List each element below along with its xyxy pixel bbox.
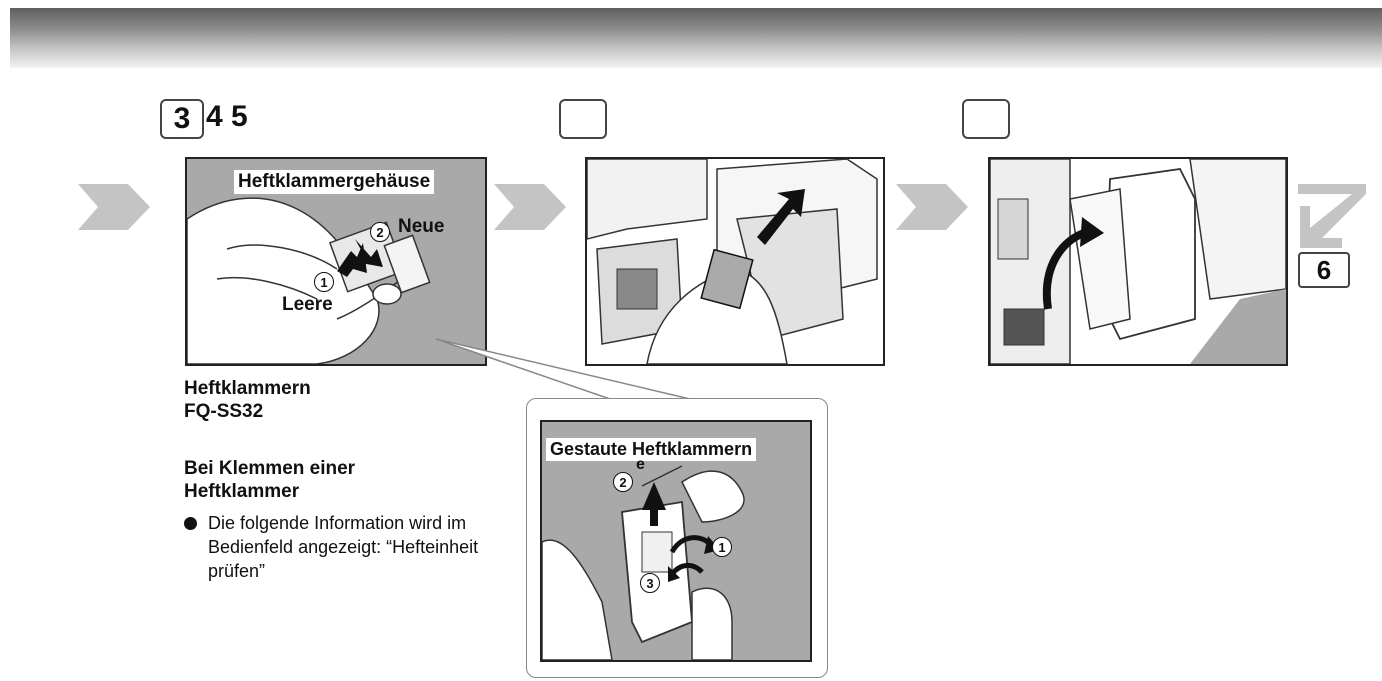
- current-step-box: 3: [160, 99, 204, 139]
- jam-heading-line1: Bei Klemmen einer: [184, 457, 355, 480]
- staples-title: Heftklammern FQ-SS32: [184, 377, 311, 423]
- return-arrow-icon: [1296, 180, 1368, 252]
- label-new: Neue: [398, 216, 444, 238]
- chevron-right-icon: [494, 184, 566, 230]
- current-step-number: 3: [162, 101, 202, 137]
- jam-heading-line2: Heftklammer: [184, 480, 355, 503]
- chevron-right-icon: [896, 184, 968, 230]
- staples-title-line1: Heftklammern: [184, 377, 311, 400]
- callout-step-marker-3: 3: [640, 573, 660, 593]
- jam-bullet-item: Die folgende Information wird im Bedienf…: [184, 511, 484, 583]
- jam-heading: Bei Klemmen einer Heftklammer: [184, 457, 355, 503]
- label-jammed-staples: Gestaute Heftklammern: [546, 438, 756, 461]
- step-marker-2: 2: [370, 222, 390, 242]
- callout-stray-char: e: [636, 456, 645, 474]
- next-step-box: 6: [1298, 252, 1350, 288]
- callout-step-marker-2: 2: [613, 472, 633, 492]
- jam-bullet-text: Die folgende Information wird im Bedienf…: [184, 511, 484, 583]
- step-box-3: [962, 99, 1010, 139]
- staples-model: FQ-SS32: [184, 400, 311, 423]
- step-box-2: [559, 99, 607, 139]
- label-staple-housing: Heftklammergehäuse: [234, 170, 434, 194]
- chevron-right-icon: [78, 184, 150, 230]
- step-marker-1: 1: [314, 272, 334, 292]
- header-gradient-bar: [10, 8, 1382, 68]
- next-step-number: 6: [1300, 254, 1348, 286]
- close-cover-illustration: [988, 157, 1288, 366]
- label-empty: Leere: [282, 294, 333, 316]
- bullet-dot-icon: [184, 517, 197, 530]
- callout-step-marker-1: 1: [712, 537, 732, 557]
- step-numbers: 4 5: [206, 102, 248, 132]
- insert-cartridge-illustration: [585, 157, 885, 366]
